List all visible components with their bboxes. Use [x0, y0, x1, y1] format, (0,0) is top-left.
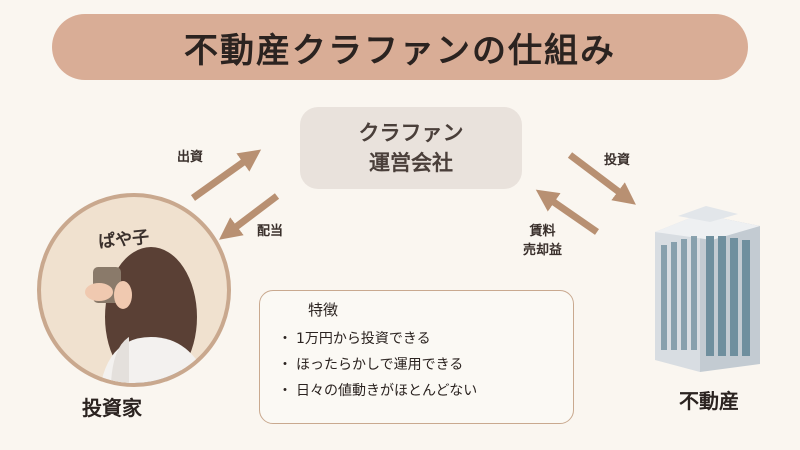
label-invest: 投資 — [604, 153, 631, 168]
platform-line-2: 運営会社 — [369, 151, 453, 175]
features-box: 特徴 ・1万円から投資できる ・ほったらかしで運用できる ・日々の値動きがほとん… — [259, 290, 574, 424]
investor-name-tag: ぱや子 — [97, 227, 151, 253]
feature-item: ・日々の値動きがほとんどない — [278, 383, 478, 399]
feature-item: ・ほったらかしで運用できる — [278, 357, 464, 373]
investor-label: 投資家 — [82, 396, 142, 420]
platform-line-1: クラファン — [358, 121, 464, 145]
building-icon — [655, 206, 760, 372]
arrow-invest — [567, 152, 636, 205]
label-rent: 賃料 — [529, 224, 556, 239]
real-estate-label: 不動産 — [679, 389, 739, 413]
platform-box: クラファン 運営会社 — [300, 107, 522, 189]
page-title: 不動産クラファンの仕組み — [184, 30, 616, 71]
feature-item: ・1万円から投資できる — [278, 331, 431, 347]
investor-photo: ぱや子 — [37, 193, 231, 387]
label-invest-in: 出資 — [177, 150, 204, 165]
arrow-returns — [535, 189, 599, 235]
title-banner: 不動産クラファンの仕組み — [52, 14, 748, 80]
features-heading: 特徴 — [308, 301, 339, 319]
arrow-invest-in — [190, 149, 262, 201]
label-sale-profit: 売却益 — [523, 243, 563, 258]
arrow-dividend — [219, 193, 280, 240]
label-dividend: 配当 — [257, 224, 284, 239]
label-returns: 賃料 売却益 — [523, 222, 562, 260]
